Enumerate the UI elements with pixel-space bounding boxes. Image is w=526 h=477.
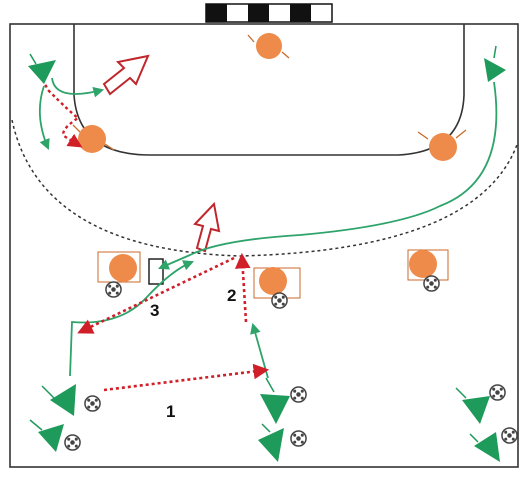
attacker-left-back bbox=[41, 384, 76, 416]
defender-right bbox=[417, 129, 467, 161]
attacker-right-back bbox=[455, 387, 490, 424]
ball-icon bbox=[64, 434, 81, 451]
ball-icon bbox=[423, 275, 440, 292]
attacker-center-back-2 bbox=[258, 423, 284, 462]
step-label-2: 2 bbox=[227, 286, 236, 305]
goal-area-line bbox=[73, 24, 465, 156]
defender-center-right bbox=[407, 249, 449, 281]
ball-icon bbox=[489, 384, 506, 401]
attacker-left-wing bbox=[28, 53, 56, 84]
defender-center-left bbox=[97, 251, 141, 283]
step-label-1: 1 bbox=[166, 402, 175, 421]
move-arrow-center bbox=[193, 201, 221, 253]
pass-path-left-wing bbox=[38, 73, 83, 148]
ball-icon bbox=[105, 281, 122, 298]
cone-marker bbox=[148, 258, 164, 285]
attacker-right-back-2 bbox=[469, 432, 500, 462]
run-path-left-loop bbox=[51, 77, 105, 98]
ball-icon bbox=[271, 292, 288, 309]
defender-goalkeeper bbox=[247, 33, 290, 59]
attacker-center-back bbox=[260, 377, 290, 424]
ball-icon bbox=[501, 427, 518, 444]
ball-icon bbox=[290, 430, 307, 447]
pass-path-3 bbox=[77, 256, 235, 334]
attacker-left-back-2 bbox=[29, 419, 64, 452]
attacker-right-wing bbox=[484, 45, 506, 82]
defender-left bbox=[72, 124, 115, 153]
court-boundary bbox=[9, 23, 519, 468]
run-path-right-wing bbox=[158, 81, 498, 270]
pass-path-2 bbox=[234, 252, 251, 323]
move-arrow-top bbox=[102, 54, 150, 96]
ball-icon bbox=[290, 386, 307, 403]
step-label-3: 3 bbox=[150, 301, 159, 320]
ball-icon bbox=[84, 395, 101, 412]
run-path-left-wing bbox=[38, 85, 50, 150]
goal bbox=[205, 3, 333, 23]
pass-path-1 bbox=[103, 363, 270, 392]
